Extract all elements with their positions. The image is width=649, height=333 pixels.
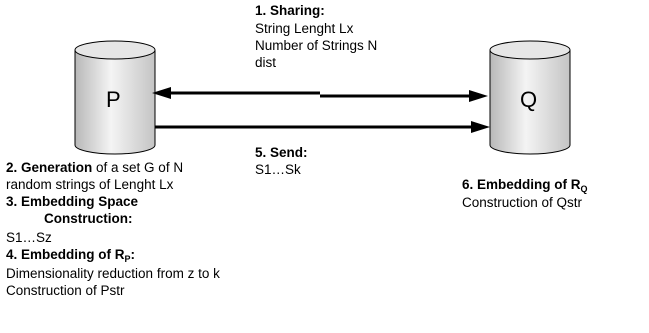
embedding-rp-sub: P [124, 254, 131, 264]
sharing-line-2: Number of Strings N [255, 38, 378, 53]
s-range: S1…Sz [6, 230, 52, 245]
generation-step: 2. Generation of a set G of N [6, 159, 183, 176]
sharing-arrow [152, 87, 488, 102]
embedding-rp-text: 4. Embedding of R [6, 247, 125, 262]
qstr-text: Construction of Qstr [462, 195, 583, 210]
reduction-text: Dimensionality reduction from z to k [6, 266, 220, 281]
node-q-label: Q [520, 87, 538, 112]
send-line-1: S1…Sk [255, 162, 301, 177]
embedding-rq-text: 6. Embedding of R [462, 177, 581, 192]
node-p-label: P [106, 87, 121, 112]
generation-text: of a set G of N [92, 160, 184, 175]
embedding-space-line-1: 3. Embedding Space [6, 194, 139, 209]
generation-line-2: random strings of Lenght Lx [6, 177, 174, 192]
generation-title: 2. Generation [6, 160, 93, 175]
embedding-rp-colon: : [130, 247, 136, 262]
embedding-rp-title: 4. Embedding of RP: [6, 246, 136, 264]
embedding-rq-title: 6. Embedding of RQ [462, 176, 588, 194]
sharing-title: 1. Sharing: [255, 3, 325, 18]
sharing-line-3: dist [255, 55, 277, 70]
cylinder-p [74, 40, 156, 155]
embedding-space-line-2: Construction: [44, 211, 133, 226]
send-title: 5. Send: [255, 145, 308, 160]
cylinder-q [489, 40, 571, 155]
send-arrow [155, 121, 490, 133]
sharing-line-1: String Lenght Lx [255, 21, 354, 36]
pstr-text: Construction of Pstr [6, 283, 125, 298]
embedding-rq-sub: Q [580, 184, 588, 194]
